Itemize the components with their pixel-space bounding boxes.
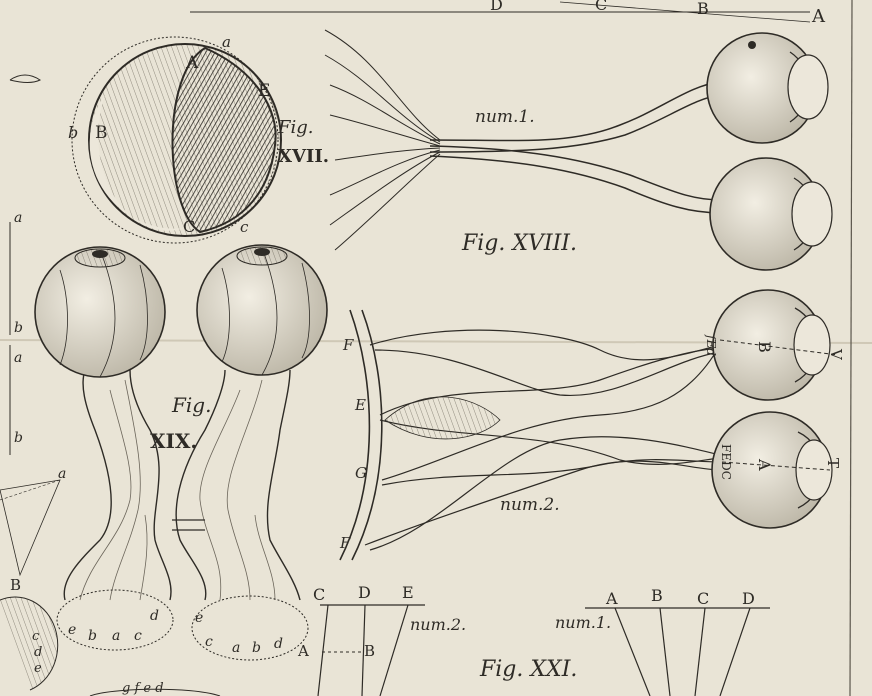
fig20-arc-letter-3: G: [355, 464, 367, 482]
fig21-num2: num.2.: [410, 615, 466, 634]
fig17-letter-c: c: [240, 218, 249, 236]
fig21-point-A: A: [297, 642, 309, 660]
bottom-fragment-letters: g f e d: [122, 681, 164, 696]
fig17-letter-a: a: [222, 33, 231, 51]
fig20-upper-eye-letters: fEd: [704, 334, 718, 356]
fig17-letter-C: C: [183, 217, 195, 236]
fig17-letter-B: B: [95, 123, 108, 143]
top-letter-c: C: [595, 0, 607, 14]
top-letter-d: D: [490, 0, 503, 14]
fig19-left-letter-b: b: [88, 628, 97, 644]
fig20-arc-letter-1: F: [342, 336, 354, 354]
fig19-numeral: XIX.: [150, 429, 197, 453]
fig17-numeral: XVII.: [278, 146, 329, 167]
margin-letter-b1: b: [14, 320, 23, 336]
fig19-right-letter-a: a: [232, 640, 240, 656]
fig20-num2: num.2.: [500, 495, 560, 515]
fig20-upper-axis-end: V: [827, 348, 845, 361]
fig19-right-letter-d: d: [274, 636, 283, 652]
fig21-right-letter-D: D: [742, 589, 755, 608]
fig21-right-letter-A: A: [605, 589, 618, 608]
fig19-left-letter-e: e: [68, 622, 76, 638]
fig21-right-letter-B: B: [651, 586, 663, 605]
fig20-upper-eye-center: B: [755, 341, 774, 353]
fig20-lower-axis-end: T: [824, 458, 842, 468]
fig20-arc-letter-2: E: [354, 396, 366, 414]
fig21-left-letter-D: D: [358, 583, 371, 602]
fig17-letter-E: E: [258, 81, 270, 101]
fig18-num1: num.1.: [475, 107, 535, 127]
margin-letter-e: e: [34, 661, 42, 676]
fig21-title: Fig. XXI.: [479, 657, 577, 682]
fig18-title: Fig. XVIII.: [461, 231, 577, 256]
fig21-num1: num.1.: [555, 613, 611, 632]
fig21-left-letter-E: E: [402, 583, 414, 602]
top-letter-a: A: [811, 6, 826, 27]
fig19-left-letter-d: d: [150, 608, 159, 624]
fig17-letter-b: b: [68, 123, 78, 142]
fig19-label: Fig.: [171, 393, 211, 417]
fig19-right-letter-e: e: [195, 610, 203, 626]
fig21-right-letter-C: C: [697, 589, 709, 608]
margin-letter-a3: a: [58, 466, 66, 482]
fig19-left-letter-c: c: [134, 628, 142, 644]
top-letter-b: B: [697, 0, 709, 18]
fig17-letter-A: A: [185, 53, 199, 73]
fig21-left-letter-C: C: [313, 585, 325, 604]
margin-letter-b2: b: [14, 430, 23, 446]
margin-letter-d: d: [34, 645, 42, 660]
margin-letter-B: B: [10, 576, 21, 594]
margin-letter-a2: a: [14, 350, 22, 366]
fig19-right-letter-b: b: [252, 640, 261, 656]
fig20-lower-eye-center: A: [755, 458, 774, 471]
fig20-arc-letter-4: F: [339, 534, 351, 552]
fig21-point-B: B: [364, 642, 375, 660]
margin-letter-a1: a: [14, 210, 22, 226]
margin-letter-c: c: [32, 629, 40, 644]
fig19-left-letter-a: a: [112, 628, 120, 644]
fig17-label: Fig.: [277, 117, 314, 138]
fig20-lower-eye-letters: FEDC: [719, 444, 733, 480]
fig19-right-letter-c: c: [205, 634, 213, 650]
